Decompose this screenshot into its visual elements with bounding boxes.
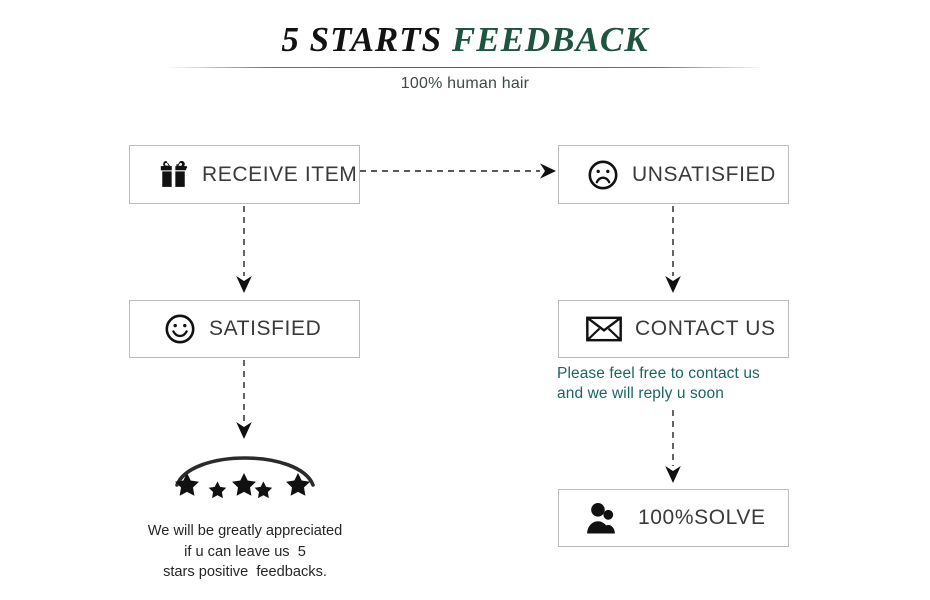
contact-note-line-2: and we will reply u soon bbox=[557, 385, 724, 402]
node-label: SATISFIED bbox=[209, 317, 322, 340]
gift-icon bbox=[158, 159, 189, 190]
sad-face-icon bbox=[587, 159, 619, 191]
star-5 bbox=[286, 472, 310, 496]
rating-caption-line-1: We will be greatly appreciated bbox=[147, 523, 343, 539]
page-title: 5 STARTS FEEDBACK bbox=[0, 20, 930, 60]
connector-contact-to-solve bbox=[659, 410, 689, 486]
star-3 bbox=[232, 472, 256, 496]
node-label: 100%SOLVE bbox=[638, 506, 766, 529]
contact-note-line-1: Please feel free to contact us bbox=[557, 365, 760, 382]
envelope-icon bbox=[586, 315, 622, 343]
star-2 bbox=[208, 481, 227, 499]
rating-caption-line-3: stars positive feedbacks. bbox=[163, 564, 327, 580]
connector-receive-to-unsatisfied bbox=[360, 160, 560, 182]
title-part-one: 5 STARTS bbox=[281, 20, 443, 59]
header-divider bbox=[165, 67, 765, 68]
node-contact-us[interactable]: CONTACT US bbox=[558, 300, 789, 358]
node-label: RECEIVE ITEM bbox=[202, 162, 358, 186]
connector-satisfied-to-stars bbox=[230, 360, 260, 442]
contact-note: Please feel free to contact us and we wi… bbox=[557, 364, 807, 404]
page-subtitle: 100% human hair bbox=[400, 75, 530, 92]
star-4 bbox=[254, 481, 273, 499]
node-unsatisfied[interactable]: UNSATISFIED bbox=[558, 145, 789, 204]
node-receive-item[interactable]: RECEIVE ITEM bbox=[129, 145, 360, 204]
title-part-two: FEEDBACK bbox=[451, 20, 649, 59]
five-stars-graphic bbox=[165, 445, 325, 503]
people-icon bbox=[585, 502, 625, 534]
node-label: CONTACT US bbox=[635, 317, 776, 340]
connector-unsatisfied-to-contact bbox=[659, 206, 689, 296]
node-satisfied[interactable]: SATISFIED bbox=[129, 300, 360, 358]
rating-caption: We will be greatly appreciated if u can … bbox=[95, 521, 395, 583]
node-label: UNSATISFIED bbox=[632, 162, 776, 186]
smiley-face-icon bbox=[164, 313, 196, 345]
node-solve[interactable]: 100%SOLVE bbox=[558, 489, 789, 547]
rating-caption-line-2: if u can leave us 5 bbox=[184, 543, 306, 560]
star-1 bbox=[175, 472, 199, 496]
connector-receive-to-satisfied bbox=[230, 206, 260, 296]
